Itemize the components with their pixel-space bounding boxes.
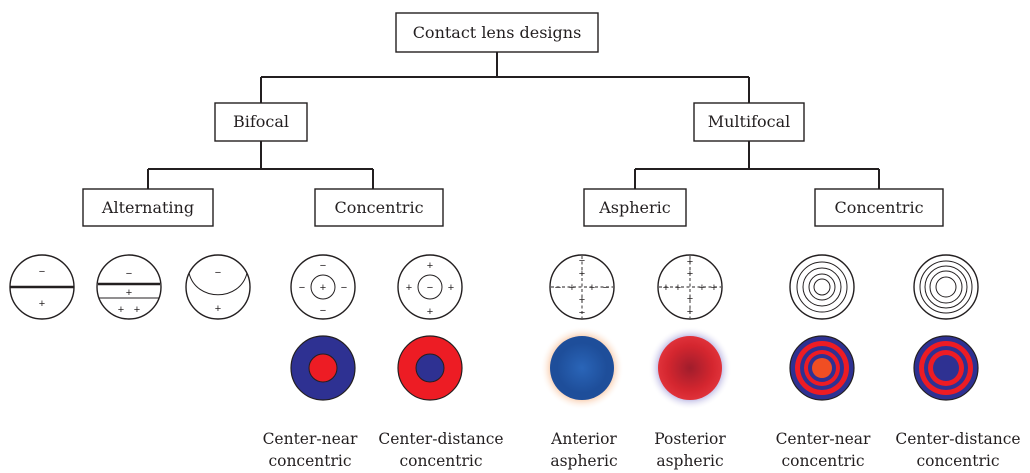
caption-line-2: aspheric — [656, 452, 723, 470]
near-zone — [308, 353, 338, 383]
plus-sign: + — [448, 282, 454, 294]
posterior-aspheric-lens — [648, 326, 732, 410]
near-zone — [812, 358, 832, 378]
plus-sign: + — [711, 282, 717, 294]
plus-sign: + — [215, 303, 221, 315]
minus-sign: − — [126, 268, 132, 280]
caption-line-2: concentric — [916, 452, 999, 470]
plus-sign: + — [406, 282, 412, 294]
tree-connectors — [147, 52, 880, 189]
caption-line-2: concentric — [399, 452, 482, 470]
minus-sign: − — [341, 282, 347, 294]
alternating-lens-2: − + + + — [96, 254, 162, 320]
minus-sign: − — [320, 305, 326, 317]
root-label: Contact lens designs — [413, 23, 582, 42]
distance-zone — [933, 355, 959, 381]
bifocal-center-near-lens — [290, 335, 356, 401]
caption-line-1: Center-distance — [895, 430, 1020, 448]
minus-sign: − — [299, 282, 305, 294]
aspheric-gradient — [658, 336, 722, 400]
caption-line-1: Anterior — [550, 430, 617, 448]
aspheric-gradient — [550, 336, 614, 400]
multifocal-center-near-lens — [789, 335, 855, 401]
minus-sign: − — [320, 260, 326, 272]
plus-sign: + — [126, 287, 132, 299]
plus-sign: + — [569, 282, 575, 294]
plus-sign: + — [675, 282, 681, 294]
minus-sign: − — [579, 307, 585, 319]
plus-sign: + — [39, 298, 45, 310]
plus-sign: + — [579, 294, 585, 306]
minus-sign: − — [579, 255, 585, 267]
anterior-aspheric-schematic: − + + − − + + − — [549, 254, 615, 320]
node-bifocal-concentric: Concentric — [314, 188, 444, 227]
multifocal-center-distance-schematic — [913, 254, 979, 320]
posterior-aspheric-schematic: + + + + + + + + — [657, 254, 723, 320]
node-alternating: Alternating — [82, 188, 214, 227]
caption-line-2: concentric — [268, 452, 351, 470]
bifocal-concentric-label: Concentric — [334, 198, 423, 217]
bifocal-center-distance-lens — [397, 335, 463, 401]
anterior-aspheric-lens — [540, 326, 624, 410]
bifocal-label: Bifocal — [233, 112, 289, 131]
alternating-label: Alternating — [101, 198, 194, 217]
minus-sign: − — [603, 282, 609, 294]
caption-posterior-aspheric: Posterior aspheric — [654, 430, 726, 470]
plus-sign: + — [427, 260, 433, 272]
distance-zone — [415, 353, 445, 383]
caption-bifocal-center-distance: Center-distance concentric — [378, 430, 503, 470]
caption-line-1: Center-near — [263, 430, 358, 448]
caption-line-2: aspheric — [550, 452, 617, 470]
caption-bifocal-center-near: Center-near concentric — [263, 430, 358, 470]
plus-sign: + — [579, 268, 585, 280]
minus-sign: − — [215, 267, 221, 279]
caption-multifocal-center-near: Center-near concentric — [776, 430, 871, 470]
multifocal-center-distance-lens — [913, 335, 979, 401]
minus-sign: − — [427, 282, 433, 294]
plus-sign: + — [687, 293, 693, 305]
caption-line-2: concentric — [781, 452, 864, 470]
alternating-lens-3: − + — [185, 254, 251, 320]
caption-line-1: Posterior — [654, 430, 726, 448]
plus-sign: + — [118, 304, 124, 316]
plus-sign: + — [589, 282, 595, 294]
caption-multifocal-center-distance: Center-distance concentric — [895, 430, 1020, 470]
caption-line-1: Center-near — [776, 430, 871, 448]
plus-sign: + — [134, 304, 140, 316]
node-multifocal: Multifocal — [693, 102, 805, 142]
plus-sign: + — [687, 268, 693, 280]
node-multifocal-concentric: Concentric — [814, 188, 944, 227]
bifocal-center-near-schematic: + − − − − — [290, 254, 356, 320]
plus-sign: + — [699, 282, 705, 294]
multifocal-concentric-label: Concentric — [834, 198, 923, 217]
node-bifocal: Bifocal — [214, 102, 308, 142]
bifocal-center-distance-schematic: − + + + + — [397, 254, 463, 320]
plus-sign: + — [320, 282, 326, 294]
caption-line-1: Center-distance — [378, 430, 503, 448]
multifocal-center-near-schematic — [789, 254, 855, 320]
plus-sign: + — [427, 306, 433, 318]
node-aspheric: Aspheric — [583, 188, 687, 227]
minus-sign: − — [39, 266, 45, 278]
node-contact-lens-designs: Contact lens designs — [395, 12, 599, 53]
alternating-lens-1: − + — [9, 254, 75, 320]
plus-sign: + — [663, 282, 669, 294]
minus-sign: − — [555, 282, 561, 294]
multifocal-label: Multifocal — [708, 112, 791, 131]
plus-sign: + — [687, 306, 693, 318]
plus-sign: + — [687, 256, 693, 268]
caption-anterior-aspheric: Anterior aspheric — [550, 430, 618, 470]
aspheric-label: Aspheric — [598, 198, 671, 217]
